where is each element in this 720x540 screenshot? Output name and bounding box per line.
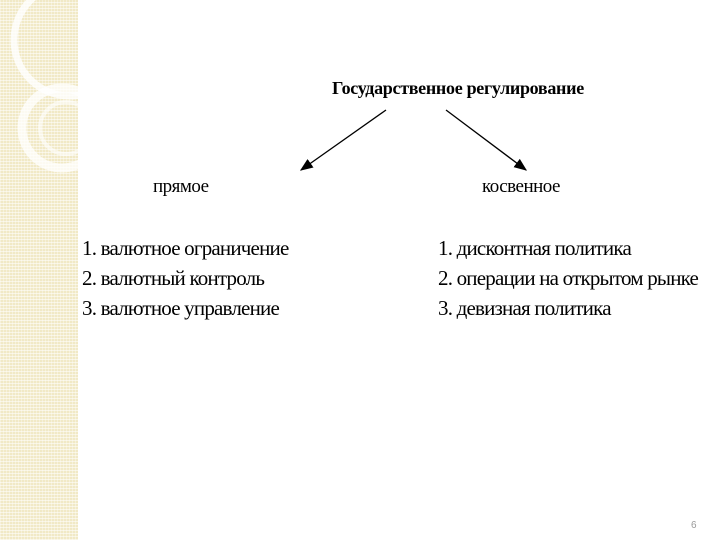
indirect-methods-list: 1. дисконтная политика 2. операции на от…: [438, 233, 699, 323]
branch-label-indirect: косвенное: [482, 176, 560, 197]
direct-methods-list: 1. валютное ограничение 2. валютный конт…: [82, 233, 289, 323]
decorative-side-band: [0, 0, 78, 540]
list-item: 1. дисконтная политика: [438, 236, 632, 260]
list-item: 3. девизная политика: [438, 296, 612, 320]
list-item: 3. валютное управление: [82, 296, 280, 320]
branch-label-direct: прямое: [153, 176, 209, 197]
diagram-title: Государственное регулирование: [332, 78, 584, 98]
slide-page-number: 6: [691, 520, 697, 531]
arrow-left: [299, 109, 387, 171]
list-item: 1. валютное ограничение: [82, 236, 289, 260]
circle-ornament-icon: [10, 0, 78, 173]
arrow-right: [445, 109, 528, 171]
list-item: 2. операции на открытом рынке: [438, 266, 699, 290]
list-item: 2. валютный контроль: [82, 266, 265, 290]
